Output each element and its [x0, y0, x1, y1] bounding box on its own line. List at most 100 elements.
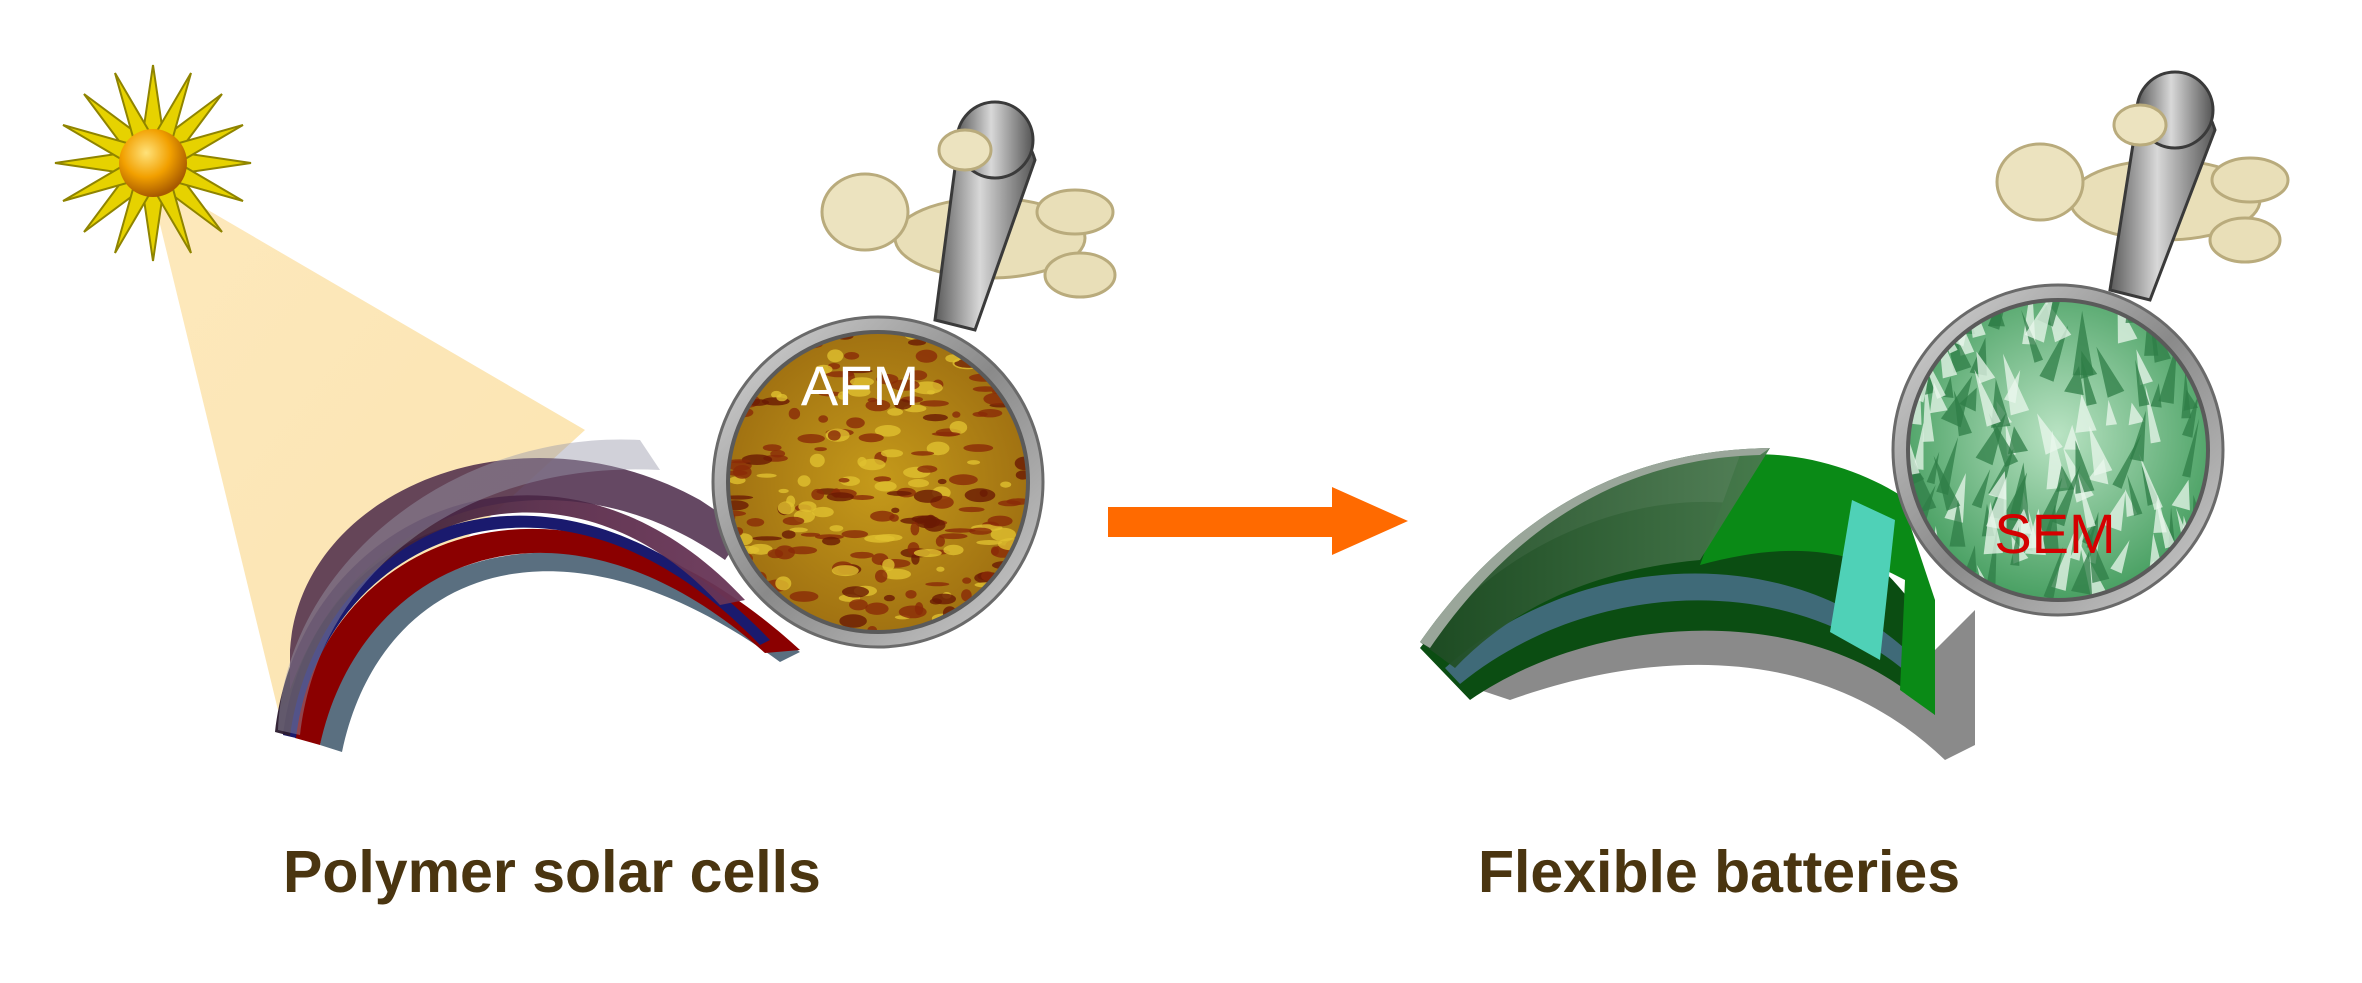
afm-speckle [774, 545, 796, 560]
sem-spike [2003, 369, 2021, 404]
afm-speckle [818, 415, 829, 423]
sem-magnifier: SEM [1891, 283, 2225, 617]
afm-speckle [972, 411, 988, 417]
figure-with-magnifier-icon [1995, 70, 2290, 302]
afm-speckle [1009, 372, 1028, 384]
afm-speckle [746, 518, 765, 527]
sem-spike [1940, 375, 1973, 428]
sem-spike [2105, 399, 2118, 426]
afm-speckle [987, 609, 1007, 622]
afm-speckle [925, 582, 950, 587]
flexible-battery [1420, 448, 1975, 760]
afm-speckle [932, 593, 956, 605]
afm-speckle [891, 507, 900, 513]
afm-speckle [789, 591, 819, 602]
afm-speckle [775, 576, 792, 591]
sem-spike [2158, 342, 2177, 404]
light-beam [148, 175, 585, 710]
afm-speckle [812, 506, 834, 518]
sem-spike [1965, 545, 1977, 573]
afm-speckle [762, 444, 782, 452]
afm-speckle [987, 515, 1013, 527]
afm-speckle [752, 536, 782, 541]
sem-spike [2024, 508, 2046, 556]
sem-spike [2072, 310, 2094, 376]
afm-speckle [841, 530, 869, 539]
afm-speckle [949, 421, 968, 434]
afm-speckle [776, 393, 788, 402]
sem-spike [1983, 501, 2003, 555]
afm-speckle [858, 433, 884, 443]
afm-speckle [922, 414, 948, 422]
afm-speckle [827, 349, 844, 363]
afm-speckle [1014, 456, 1028, 471]
sem-spike [2135, 359, 2150, 407]
sem-spike [2077, 472, 2096, 528]
afm-speckle [894, 399, 912, 410]
afm-speckle [976, 540, 1003, 545]
afm-speckle [831, 565, 859, 577]
afm-speckle [829, 525, 844, 532]
afm-speckle [931, 431, 961, 437]
afm-speckle [926, 441, 950, 456]
afm-speckle [850, 551, 874, 559]
afm-speckle [990, 546, 999, 556]
afm-speckle [874, 481, 897, 492]
sem-spike [2080, 350, 2098, 379]
afm-speckle [1002, 598, 1028, 608]
sem-spike [1949, 300, 1971, 311]
polymer-solar-cell [275, 439, 800, 752]
sem-spike [2075, 394, 2097, 433]
afm-speckle [998, 332, 1010, 337]
afm-speckle [798, 501, 817, 513]
afm-speckle [875, 569, 888, 583]
sem-spike [2007, 426, 2028, 454]
afm-speckle [990, 527, 1016, 542]
caption-flexible-batteries: Flexible batteries [1478, 839, 1961, 905]
sem-spike [2035, 477, 2063, 534]
afm-speckle [874, 425, 901, 437]
afm-speckle [865, 399, 891, 412]
afm-speckle [728, 459, 751, 464]
afm-speckle [756, 473, 777, 478]
afm-speckle [814, 364, 833, 374]
afm-speckle [911, 451, 935, 456]
afm-speckle [781, 530, 796, 539]
afm-speckle [744, 347, 765, 353]
arrow-right-icon [1108, 487, 1408, 555]
caption-polymer-solar-cells: Polymer solar cells [283, 839, 821, 905]
afm-speckle [1003, 346, 1017, 353]
sem-spike [1930, 300, 1955, 326]
afm-speckle [936, 566, 945, 572]
afm-speckle [911, 515, 934, 523]
sem-spike [2096, 346, 2125, 398]
sem-spike [2008, 462, 2030, 522]
afm-speckle [814, 447, 827, 452]
afm-speckle [919, 400, 949, 407]
afm-speckle [1007, 616, 1018, 621]
afm-label: AFM [801, 354, 919, 417]
afm-speckle [777, 501, 795, 515]
afm-speckle [949, 474, 978, 486]
afm-speckle [1003, 358, 1028, 367]
afm-speckle [797, 434, 825, 444]
sem-spike [1933, 455, 1961, 511]
sem-spike [2051, 464, 2081, 527]
afm-speckle [962, 577, 972, 584]
afm-speckle [1004, 591, 1028, 605]
afm-speckle [926, 390, 936, 395]
afm-speckle [846, 417, 865, 429]
afm-speckle [990, 334, 1020, 344]
sem-spike [1971, 300, 2001, 304]
afm-speckle [882, 558, 895, 572]
afm-speckle [915, 349, 938, 363]
afm-speckle [827, 430, 841, 441]
afm-speckle [809, 453, 825, 468]
afm-speckle [876, 374, 899, 385]
sem-spike [2150, 383, 2162, 408]
afm-speckle [731, 581, 742, 588]
sem-spike [2087, 528, 2110, 583]
afm-speckle [905, 590, 917, 599]
afm-speckle [873, 476, 892, 482]
afm-speckle [967, 460, 981, 465]
